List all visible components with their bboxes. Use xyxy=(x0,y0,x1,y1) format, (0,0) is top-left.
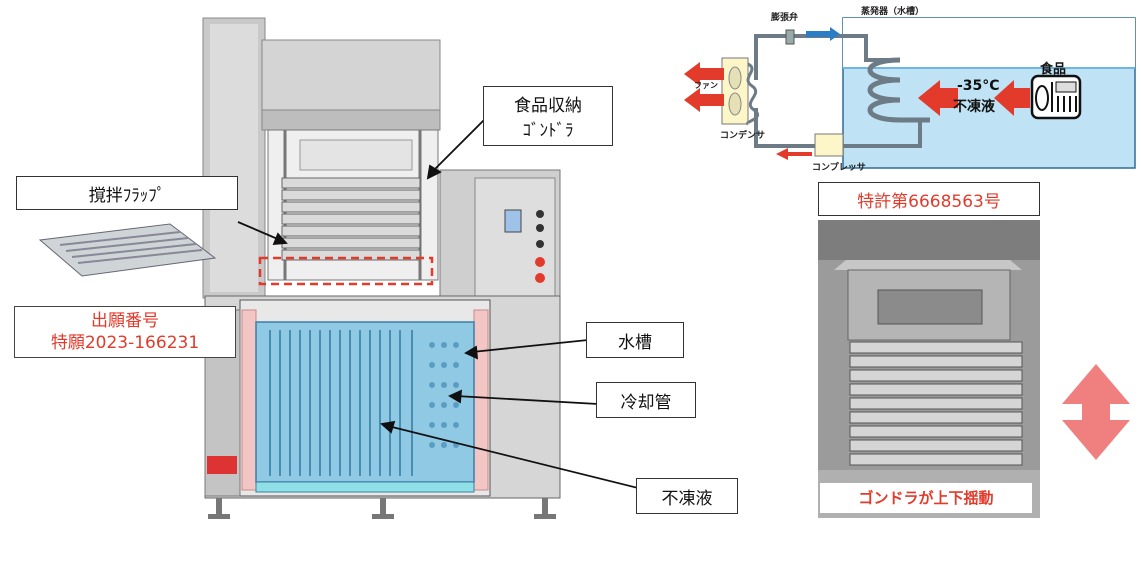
fan-exhaust-arrow-2 xyxy=(684,88,724,112)
cooling-pipe-label-text: 冷却管 xyxy=(620,392,672,413)
antifreeze-label: 不凍液 xyxy=(636,478,738,514)
gondola-label-line2: ｺﾞﾝﾄﾞﾗ xyxy=(522,121,574,141)
flow-arrow-red xyxy=(776,148,812,160)
stir-flap-label: 撹拌ﾌﾗｯﾌﾟ xyxy=(16,176,238,210)
evaporator-label: 蒸発器（水槽） xyxy=(861,7,925,17)
condenser-label: コンデンサ xyxy=(720,131,766,141)
gondola-motion-banner xyxy=(820,483,1032,513)
food-label: 食品 xyxy=(1040,62,1067,77)
antifreeze-label-text: 不凍液 xyxy=(661,488,713,509)
stir-flap-highlight xyxy=(258,256,434,286)
gondola-label: 食品収納 ｺﾞﾝﾄﾞﾗ xyxy=(483,86,613,146)
up-down-arrow xyxy=(1062,364,1130,460)
flow-arrow-blue xyxy=(806,27,840,41)
evaporator-coil xyxy=(867,57,930,123)
expansion-valve-label: 膨張弁 xyxy=(771,13,799,23)
cooling-pipe-label: 冷却管 xyxy=(596,382,696,418)
water-tank-body xyxy=(255,321,475,483)
water-tank-label-text: 水槽 xyxy=(618,332,652,353)
antifreeze-diagram-label: 不凍液 xyxy=(953,99,995,115)
application-number-value: 特願2023-166231 xyxy=(50,333,200,353)
water-tank-label: 水槽 xyxy=(586,322,684,358)
gondola-photo-trays xyxy=(849,341,1023,466)
compressor xyxy=(814,133,844,157)
temperature-label: -35°C xyxy=(957,78,1000,94)
patent-number-text: 特許第6668563号 xyxy=(857,191,1001,212)
gondola-motion-text: ゴンドラが上下揺動 xyxy=(858,489,994,507)
compressor-label: コンプレッサ xyxy=(812,163,866,173)
food-trays xyxy=(281,177,421,261)
heat-arrow-2 xyxy=(994,80,1030,116)
fan-exhaust-arrow-1 xyxy=(684,62,724,86)
fan-label: ファン xyxy=(694,81,718,90)
stir-flap-image xyxy=(38,223,217,277)
heat-arrow-1 xyxy=(918,80,958,116)
gondola-label-line1: 食品収納 xyxy=(514,96,582,116)
stir-flap-label-text: 撹拌ﾌﾗｯﾌﾟ xyxy=(88,185,166,206)
cooling-pipe-illustration xyxy=(269,330,413,476)
application-number-box: 出願番号 特願2023-166231 xyxy=(14,306,236,358)
patent-number-box: 特許第6668563号 xyxy=(818,182,1040,216)
expansion-valve xyxy=(785,29,795,45)
application-number-title: 出願番号 xyxy=(91,311,159,331)
